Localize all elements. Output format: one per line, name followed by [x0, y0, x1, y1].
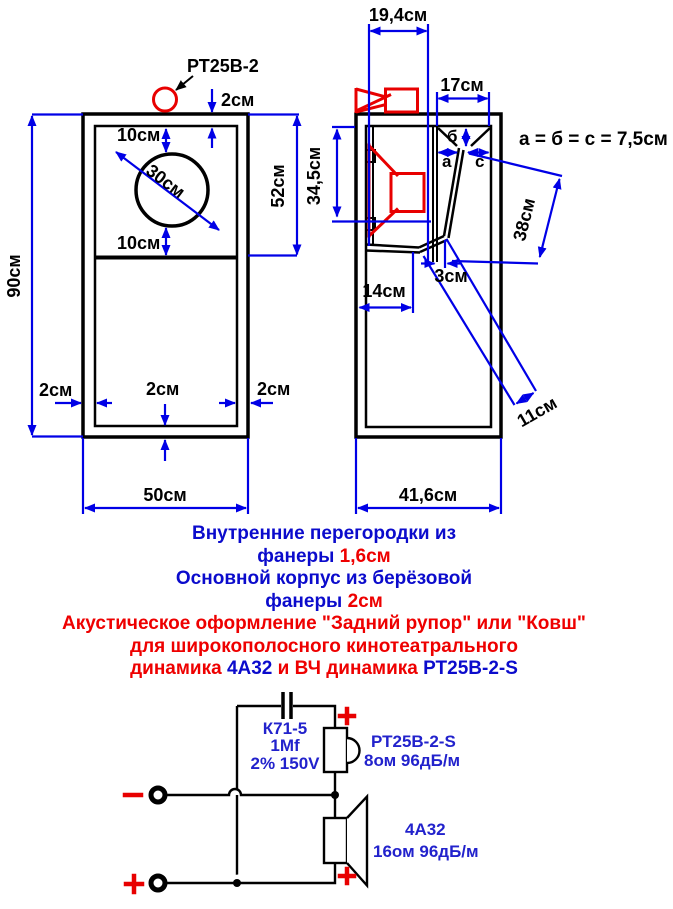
woofer-name-label: 4А32 — [405, 820, 446, 839]
note-value: 1,6см — [339, 545, 391, 567]
tweeter-circle — [152, 86, 178, 113]
tweeter-label: РТ25В-2 — [187, 56, 259, 76]
note-line: Внутренние перегородки из — [0, 523, 648, 546]
note-text: и ВЧ динамика — [272, 658, 424, 679]
dim-194-label: 19,4см — [369, 5, 427, 25]
junction-dot — [233, 879, 241, 887]
dim-2right-label: 2см — [257, 379, 290, 399]
dim-52-label: 52см — [268, 164, 288, 207]
note-text: Внутренние перегородки из — [191, 523, 457, 544]
side-view-drawing: 19,4см 17см б а с а = б = с = 7,5см 38см… — [304, 5, 668, 514]
dim-c-label: с — [475, 152, 484, 171]
woofer-plus-sign — [337, 866, 357, 886]
reflector-lip — [418, 234, 445, 249]
wire-with-hop — [167, 787, 333, 797]
ext-line — [468, 152, 563, 178]
reflector-board — [447, 149, 465, 239]
dim-10-upper-label: 10см — [117, 125, 160, 145]
note-text: фанеры — [257, 545, 340, 567]
dim-a-label: а — [442, 152, 452, 171]
note-line: Основной корпус из берёзовой — [0, 568, 648, 591]
note-text: динамика — [130, 658, 227, 679]
ext-line — [422, 255, 516, 406]
wire — [293, 704, 337, 728]
dim-345-label: 34,5см — [304, 147, 324, 205]
dim-2left-label: 2см — [39, 380, 72, 400]
tweeter-horn-side — [354, 87, 419, 114]
dim-38-label: 38см — [509, 196, 539, 243]
tweeter-plus-sign — [337, 706, 357, 726]
dim-416-label: 41,6см — [399, 485, 457, 505]
note-line: фанеры 2см — [0, 591, 648, 614]
dim-b-label: б — [447, 127, 458, 146]
capacitor-value-label: 1Mf — [270, 736, 300, 755]
dim-2bottom-label: 2см — [146, 379, 179, 399]
dim-2top-label: 2см — [221, 90, 254, 110]
cabinet-inner-wall — [93, 124, 239, 428]
plus-sign — [123, 873, 145, 895]
tweeter-pointer-arrow — [175, 75, 194, 91]
note-value: 2см — [347, 590, 383, 612]
front-view-drawing: РТ25В-2 2см 10см 30см — [4, 56, 302, 514]
tweeter-dome — [346, 736, 361, 765]
construction-notes: Внутренние перегородки из фанеры 1,6см О… — [0, 523, 648, 681]
capacitor-type-label: К71-5 — [263, 719, 307, 738]
ext-line — [451, 259, 539, 265]
dim-11-label: 11см — [514, 393, 561, 432]
minus-terminal — [148, 785, 168, 805]
side-view-dimensions — [332, 24, 563, 514]
ext-line — [445, 238, 537, 392]
woofer-shelf — [365, 249, 421, 254]
capacitor-rating-label: 2% 150V — [251, 754, 321, 773]
dim-30-diagonal — [115, 151, 220, 231]
note-model: РТ25В-2-S — [423, 658, 518, 679]
woofer-shelf — [365, 243, 420, 249]
woofer-side — [367, 143, 426, 238]
note-line: динамика 4А32 и ВЧ динамика РТ25В-2-S — [0, 658, 648, 681]
note-text: Основной корпус из берёзовой — [175, 568, 473, 589]
corner-brace — [470, 127, 491, 147]
wire — [167, 863, 337, 885]
cabinet-outer-wall — [81, 112, 250, 439]
plus-terminal — [148, 873, 168, 893]
reflector-lip — [419, 238, 449, 254]
woofer-spec-label: 16ом 96дБ/м — [373, 842, 479, 861]
dim-14-label: 14см — [362, 281, 405, 301]
note-text: фанеры — [265, 590, 348, 612]
dim-50-label: 50см — [143, 485, 186, 505]
abc-equation-label: а = б = с = 7,5см — [519, 129, 668, 150]
dim-17-label: 17см — [440, 75, 483, 95]
note-text: Акустическое оформление "Задний рупор" и… — [62, 613, 586, 634]
junction-dot — [331, 791, 339, 799]
dim-38-line — [537, 178, 562, 258]
woofer-symbol-body — [322, 816, 349, 865]
tweeter-symbol-body — [322, 726, 349, 774]
note-line: для широкополосного кинотеатрального — [0, 636, 648, 659]
tweeter-spec-label: 8ом 96дБ/м — [364, 751, 460, 770]
front-view-dimensions — [27, 89, 302, 514]
note-line: Акустическое оформление "Задний рупор" и… — [0, 613, 648, 636]
dim-10-lower-label: 10см — [117, 233, 160, 253]
note-model: 4А32 — [226, 658, 273, 679]
woofer-cone — [346, 793, 369, 889]
tweeter-name-label: РТ25В-2-S — [371, 732, 456, 751]
dim-30-label: 30см — [142, 160, 189, 202]
corner-brace — [437, 127, 458, 147]
dim-11-line — [515, 392, 535, 405]
note-line: фанеры 1,6см — [0, 546, 648, 569]
note-text: для широкополосного кинотеатрального — [130, 635, 518, 657]
crossover-schematic: К71-5 1Mf 2% 150V РТ25В-2-S 8ом 96дБ/м 4… — [122, 692, 479, 895]
dim-90-label: 90см — [4, 254, 24, 297]
dim-3-label: 3см — [434, 266, 467, 286]
reflector-board — [442, 147, 461, 237]
